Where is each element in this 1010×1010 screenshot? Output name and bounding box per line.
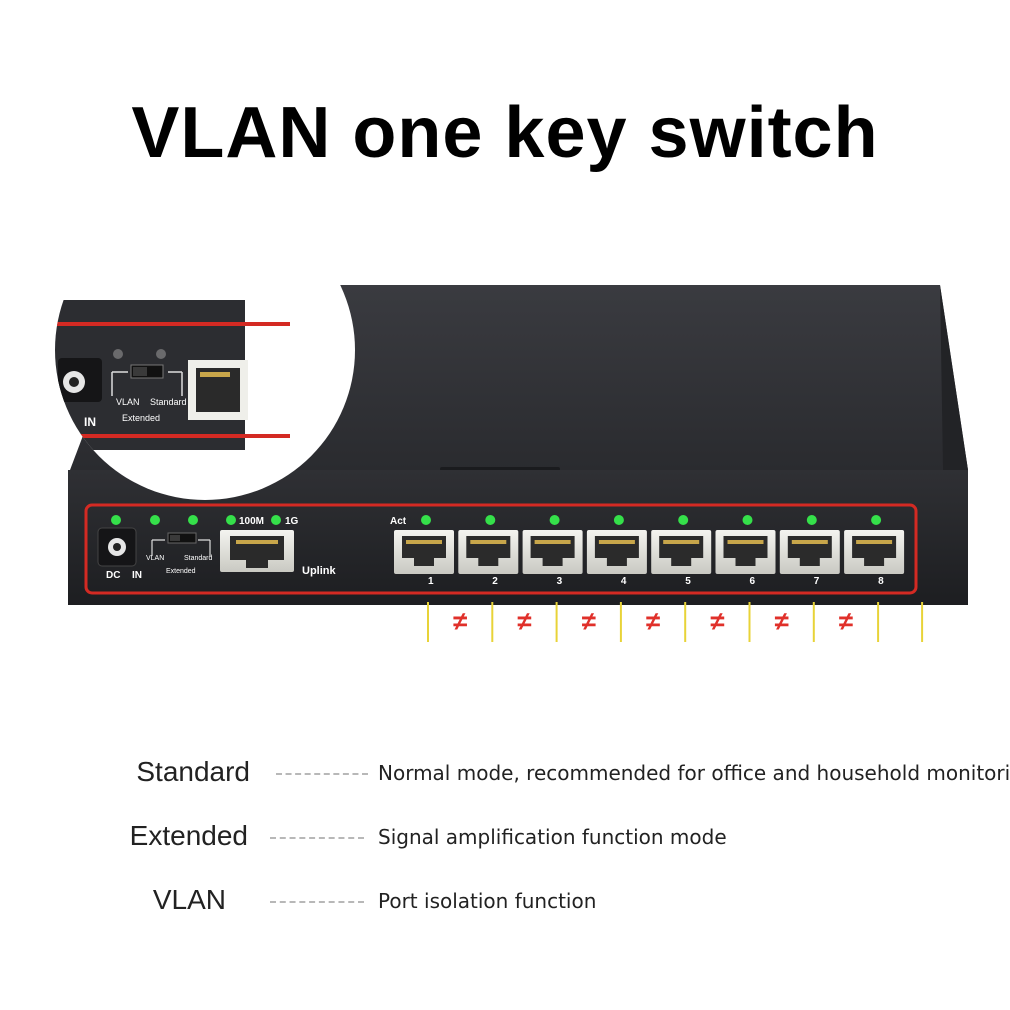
port-led [421, 515, 431, 525]
lan-port-socket [594, 536, 639, 558]
switch-label-extended: Extended [166, 568, 196, 575]
port-led [549, 515, 560, 525]
act-label: Act [390, 516, 407, 527]
lan-port-socket [723, 536, 768, 558]
isolation-icon: ≠ [775, 606, 789, 636]
switch-label-standard: Standard [184, 555, 213, 562]
legend-dash [270, 837, 364, 839]
inset-vlan-label: VLAN [116, 397, 140, 407]
lan-port-pins [663, 540, 700, 544]
mode-switch-inset: IN VLAN Standard Extended [55, 200, 355, 500]
isolation-icon: ≠ [517, 606, 531, 636]
lan-port-pins [470, 540, 507, 544]
front-red-trim [84, 503, 918, 595]
lan-port-pins [534, 540, 571, 544]
uplink-100m-label: 100M [239, 516, 264, 527]
port-led [678, 515, 689, 525]
lan-port-pins [856, 540, 893, 544]
lan-port-socket [530, 536, 575, 558]
lan-port-pins [727, 540, 764, 544]
switch-label-vlan: VLAN [146, 555, 164, 562]
port-led [742, 515, 753, 525]
port-number: 7 [814, 576, 820, 587]
lan-port-pins [791, 540, 828, 544]
port-number: 5 [685, 576, 691, 587]
lan-port-latch [414, 558, 434, 566]
inset-in-label: IN [84, 415, 96, 429]
page-title: VLAN one key switch [131, 93, 879, 173]
port-number: 4 [621, 576, 627, 587]
inset-extended-label: Extended [122, 413, 160, 423]
isolation-icon: ≠ [582, 606, 596, 636]
legend-desc-standard: Normal mode, recommended for office and … [378, 761, 1010, 785]
legend-dash [276, 773, 368, 775]
isolation-icon: ≠ [710, 606, 724, 636]
port-number: 8 [878, 576, 884, 587]
lan-port-socket [402, 536, 446, 558]
legend-row-vlan: VLAN Port isolation function [0, 880, 1010, 920]
lan-port-latch [478, 558, 499, 566]
dc-label: DC [106, 570, 120, 581]
lan-port-latch [735, 558, 756, 566]
port-number: 3 [557, 576, 563, 587]
uplink-label: Uplink [302, 565, 336, 577]
legend-desc-vlan: Port isolation function [378, 889, 597, 913]
port-led [485, 515, 496, 525]
lan-port-socket [659, 536, 704, 558]
lan-port-socket [787, 536, 832, 558]
mode-led [150, 515, 160, 525]
lan-port-latch [671, 558, 692, 566]
port-led [871, 515, 882, 525]
legend-row-standard: Standard Normal mode, recommended for of… [0, 752, 1010, 792]
legend-term-extended: Extended [129, 820, 248, 851]
uplink-100m-led [226, 515, 236, 525]
mode-switch[interactable] [151, 532, 211, 556]
isolation-icon: ≠ [839, 606, 853, 636]
isolation-icon: ≠ [646, 606, 660, 636]
power-led [111, 515, 121, 525]
legend-term-vlan: VLAN [152, 884, 226, 915]
lan-port-pins [598, 540, 635, 544]
port-number: 2 [492, 576, 498, 587]
isolation-icon: ≠ [453, 606, 467, 636]
lan-port-latch [542, 558, 563, 566]
port-number: 6 [750, 576, 756, 587]
legend-term-standard: Standard [136, 756, 250, 787]
lan-port-socket [466, 536, 511, 558]
port-led [613, 515, 624, 525]
legend-dash [270, 901, 364, 903]
legend-desc-extended: Signal amplification function mode [378, 825, 727, 849]
inset-standard-label: Standard [150, 397, 187, 407]
status-led [188, 515, 198, 525]
uplink-1g-led [271, 515, 281, 525]
lan-port-latch [864, 558, 885, 566]
network-switch-photo: DC IN VLAN Standard Extended 100M 1G Upl… [55, 200, 968, 642]
lan-port-latch [606, 558, 627, 566]
uplink-1g-label: 1G [285, 516, 299, 527]
in-label: IN [132, 570, 142, 581]
port-number: 1 [428, 576, 434, 587]
lan-port-pins [406, 540, 442, 544]
legend-row-extended: Extended Signal amplification function m… [0, 816, 1010, 856]
lan-port-latch [799, 558, 820, 566]
lan-port-socket [852, 536, 897, 558]
uplink-port[interactable] [220, 530, 294, 572]
port-led [806, 515, 817, 525]
